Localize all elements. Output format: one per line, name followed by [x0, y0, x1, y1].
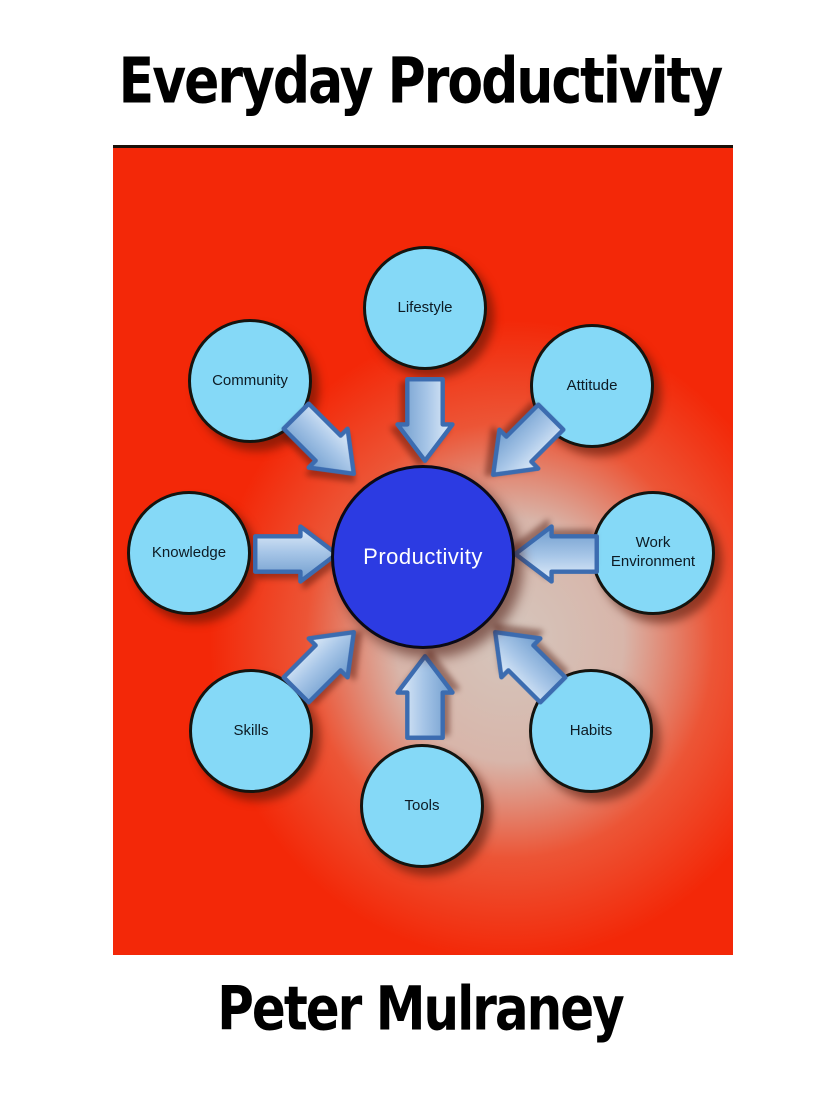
node-label: Attitude: [566, 376, 618, 394]
node-lifestyle: Lifestyle: [363, 246, 487, 370]
arrow-community-to-center-icon: [281, 401, 357, 477]
node-community: Community: [188, 319, 312, 443]
node-productivity-hub: Productivity: [331, 465, 515, 649]
node-skills: Skills: [189, 669, 313, 793]
arrow-knowledge-to-center-icon: [253, 524, 339, 584]
node-label: Skills: [233, 721, 269, 739]
author-name: Peter Mulraney: [217, 973, 624, 1045]
node-label: Tools: [404, 796, 440, 814]
cover-title: Everyday Productivity: [118, 45, 724, 119]
node-label: Work Environment: [610, 534, 696, 570]
node-knowledge: Knowledge: [127, 491, 251, 615]
arrow-tools-to-center-icon: [395, 654, 455, 740]
node-label: Habits: [569, 721, 613, 739]
node-label: Knowledge: [151, 543, 227, 561]
arrow-attitude-to-center-icon: [490, 402, 566, 478]
node-tools: Tools: [360, 744, 484, 868]
node-work-environment: Work Environment: [591, 491, 715, 615]
node-label: Lifestyle: [397, 298, 453, 316]
arrow-skills-to-center-icon: [281, 629, 357, 705]
hub-label: Productivity: [363, 544, 483, 569]
arrow-lifestyle-to-center-icon: [395, 377, 455, 463]
arrow-work-environment-to-center-icon: [513, 524, 599, 584]
arrow-habits-to-center-icon: [492, 629, 568, 705]
node-label: Community: [212, 371, 288, 389]
diagram-panel: Lifestyle Community Attitude Knowledge W…: [113, 145, 733, 955]
